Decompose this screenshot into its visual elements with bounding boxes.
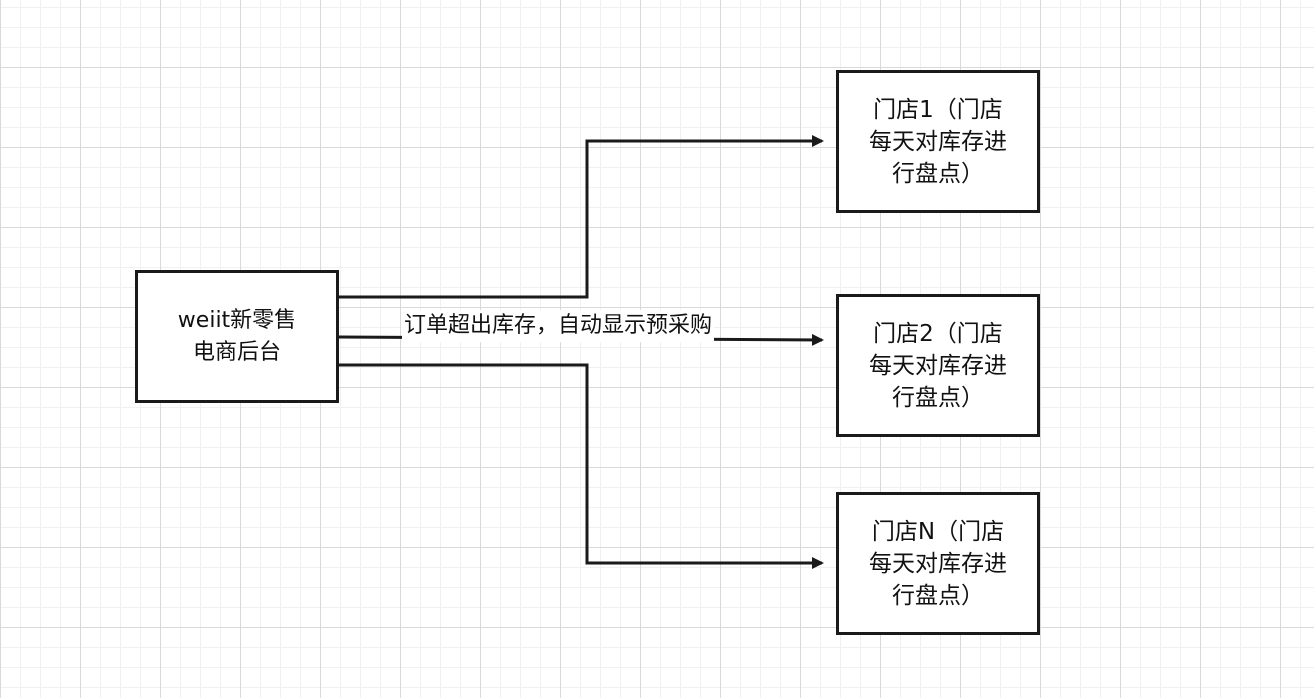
node-store-2[interactable]: 门店2（门店 每天对库存进 行盘点） (836, 294, 1040, 437)
node-backend-line-1: weiit新零售 (177, 307, 297, 333)
node-backend-line-2: 电商后台 (192, 339, 281, 365)
node-store1-line-3: 行盘点） (892, 160, 984, 187)
node-store-1[interactable]: 门店1（门店 每天对库存进 行盘点） (836, 70, 1040, 213)
node-store2-line-1: 门店2（门店 (873, 320, 1003, 347)
connector-label-preorder[interactable]: 订单超出库存，自动显示预采购 (402, 310, 715, 342)
node-storeN-line-3: 行盘点） (892, 582, 984, 609)
node-store2-line-3: 行盘点） (892, 384, 984, 411)
connector-backend-to-store1 (339, 135, 824, 299)
node-store-n[interactable]: 门店N（门店 每天对库存进 行盘点） (836, 492, 1040, 635)
node-store1-line-2: 每天对库存进 (869, 128, 1007, 155)
node-storeN-line-2: 每天对库存进 (869, 550, 1007, 577)
node-storeN-line-1: 门店N（门店 (871, 518, 1005, 545)
node-ecommerce-backend[interactable]: weiit新零售 电商后台 (135, 270, 339, 403)
node-store1-line-1: 门店1（门店 (873, 96, 1003, 123)
connector-backend-to-storeN (339, 363, 824, 569)
node-store2-line-2: 每天对库存进 (869, 352, 1007, 379)
